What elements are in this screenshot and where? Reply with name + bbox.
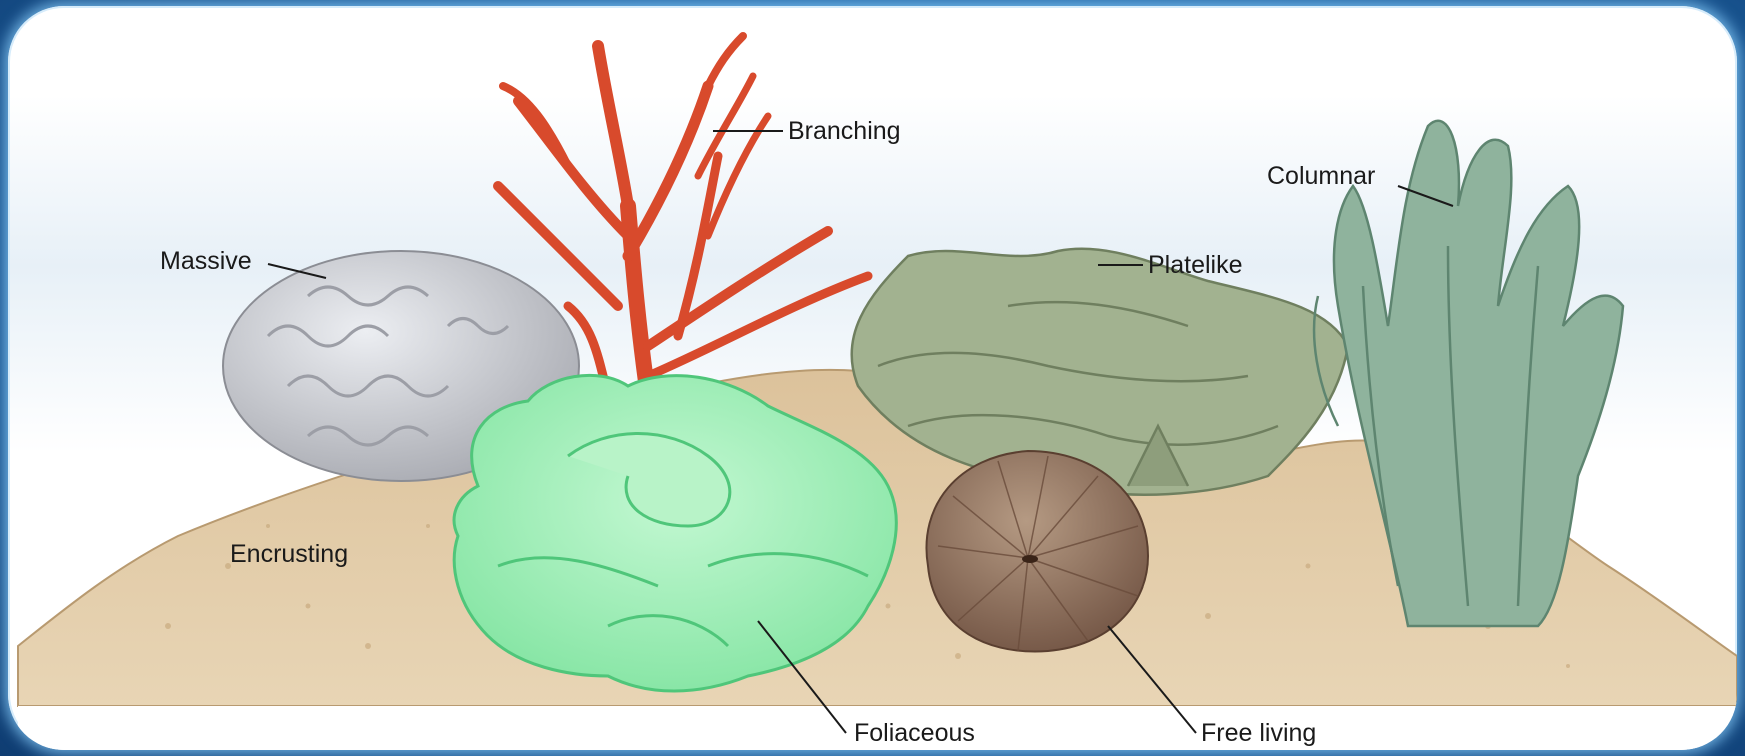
label-platelike: Platelike xyxy=(1148,251,1243,279)
label-foliaceous: Foliaceous xyxy=(854,719,975,747)
coral-growth-forms-diagram: Branching Columnar Massive Platelike Enc… xyxy=(8,6,1737,750)
free-living-coral xyxy=(926,451,1148,651)
label-branching: Branching xyxy=(788,117,901,145)
label-encrusting: Encrusting xyxy=(230,540,348,568)
label-free-living: Free living xyxy=(1201,719,1316,747)
diagram-panel: Branching Columnar Massive Platelike Enc… xyxy=(8,6,1737,750)
label-columnar: Columnar xyxy=(1267,162,1375,190)
label-massive: Massive xyxy=(160,247,252,275)
